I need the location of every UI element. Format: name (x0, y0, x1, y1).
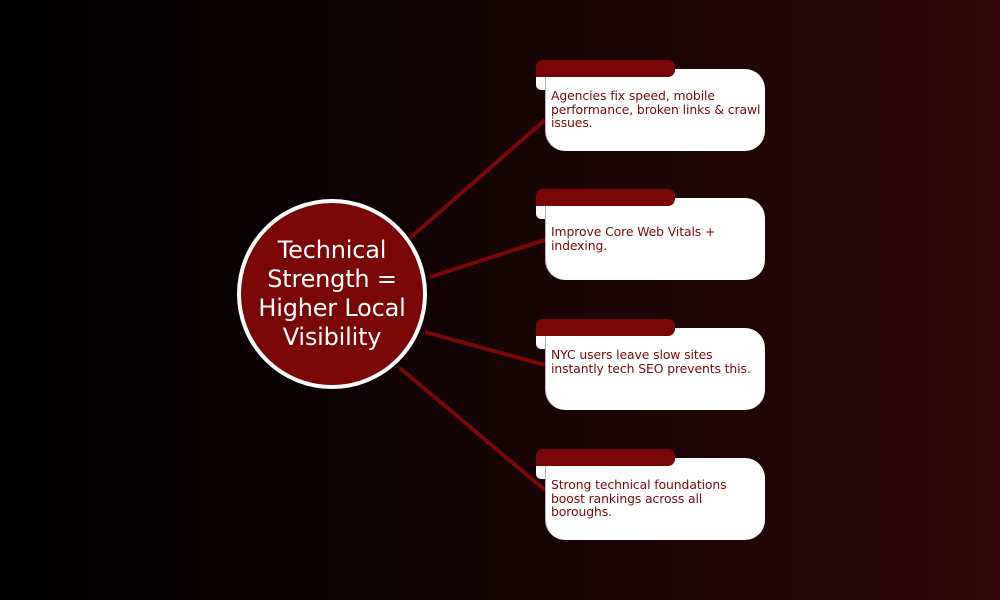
info-card-2: Improve Core Web Vitals + indexing. (536, 189, 766, 281)
connector-line-3 (424, 330, 546, 367)
card-text: Agencies fix speed, mobile performance, … (551, 88, 761, 130)
hub-label: Technical Strength = Higher Local Visibi… (258, 236, 406, 351)
card-body (545, 198, 765, 280)
card-tab (536, 449, 675, 466)
card-body (545, 328, 765, 410)
central-hub-circle: Technical Strength = Higher Local Visibi… (237, 199, 427, 389)
info-card-4: Strong technical foundations boost ranki… (536, 449, 766, 541)
card-tab (536, 60, 675, 77)
card-text: Strong technical foundations boost ranki… (551, 477, 727, 519)
card-tab (536, 319, 675, 336)
card-text: NYC users leave slow sites instantly tec… (551, 347, 751, 376)
card-body (545, 69, 765, 151)
connector-line-4 (398, 366, 547, 492)
info-card-1: Agencies fix speed, mobile performance, … (536, 60, 766, 152)
info-card-3: NYC users leave slow sites instantly tec… (536, 319, 766, 411)
card-body (545, 458, 765, 540)
connector-line-1 (408, 118, 547, 240)
card-tab (536, 189, 675, 206)
connector-line-2 (429, 238, 546, 279)
card-text: Improve Core Web Vitals + indexing. (551, 224, 716, 253)
